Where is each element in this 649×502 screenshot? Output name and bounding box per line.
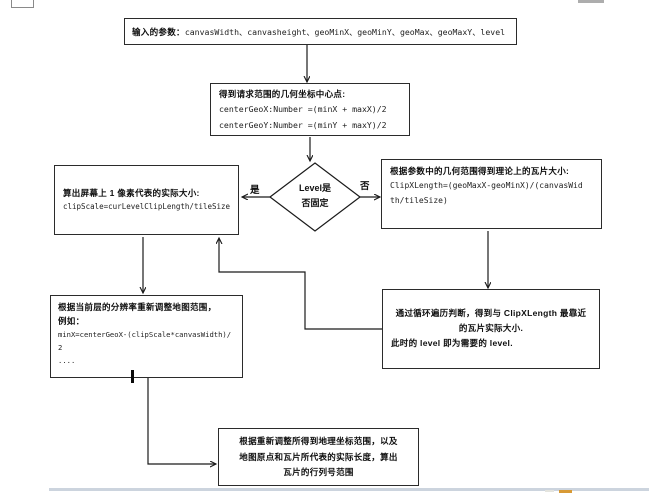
- input-params-label: 输入的参数：: [132, 26, 185, 37]
- geo-center-box: 得到请求范围的几何坐标中心点: centerGeoX:Number =(minX…: [210, 83, 410, 136]
- loop-search-line1: 通过循环遍历判断，得到与 ClipXLength 最靠近: [395, 308, 587, 318]
- adjust-code-line3: ....: [58, 356, 76, 365]
- geo-center-code-y: centerGeoY:Number =(minY + maxY)/2: [219, 120, 387, 130]
- page-bottom-rule: [49, 488, 649, 491]
- input-params-values: canvasWidth、canvasheight、geoMinX、geoMinY…: [184, 26, 506, 37]
- decision-text-line2: 否固定: [301, 198, 329, 208]
- text-cursor-tick: [131, 370, 134, 383]
- theory-tile-code-line2: th/tileSize): [390, 196, 448, 205]
- branch-yes-label: 是: [250, 185, 260, 196]
- arrow-loop-to-scale-feedback: [219, 238, 382, 330]
- tile-rowcol-result-box: 根据重新调整所得到地理坐标范围，以及 地图原点和瓦片所代表的实际长度，算出 瓦片…: [218, 428, 419, 486]
- geo-center-title: 得到请求范围的几何坐标中心点:: [219, 89, 346, 99]
- adjust-code-line2: 2: [58, 343, 63, 352]
- scrollbar-ghost-fragment: [545, 490, 554, 492]
- result-line1: 根据重新调整所得到地理坐标范围，以及: [239, 436, 398, 446]
- page-fragment-top-right: [578, 0, 604, 3]
- arrow-adjust-to-result: [147, 378, 216, 464]
- pixel-scale-title: 算出屏幕上 1 像素代表的实际大小:: [63, 188, 200, 198]
- loop-search-line3: 此时的 level 即为需要的 level.: [391, 338, 513, 348]
- adjust-code-line1: minX=centerGeoX-(clipScale*canvasWidth)/: [58, 330, 232, 339]
- result-line3: 瓦片的行列号范围: [283, 467, 354, 477]
- geo-center-code-x: centerGeoX:Number =(minX + maxX)/2: [219, 104, 387, 114]
- theory-tile-title: 根据参数中的几何范围得到理论上的瓦片大小:: [390, 166, 570, 176]
- adjust-title-line2: 例如：: [58, 316, 85, 326]
- pixel-scale-box: 算出屏幕上 1 像素代表的实际大小: clipScale=curLevelCli…: [54, 165, 239, 235]
- loop-search-level-box: 通过循环遍历判断，得到与 ClipXLength 最靠近 的瓦片实际大小. 此时…: [382, 289, 600, 369]
- input-params-box: 输入的参数： canvasWidth、canvasheight、geoMinX、…: [124, 18, 517, 45]
- decision-level-fixed: Level是 否固定: [275, 181, 355, 211]
- scrollbar-accent-fragment[interactable]: [559, 490, 572, 493]
- theory-tile-size-box: 根据参数中的几何范围得到理论上的瓦片大小: ClipXLength=(geoMa…: [381, 159, 602, 229]
- adjust-map-range-box: 根据当前层的分辨率重新调整地图范围， 例如： minX=centerGeoX-(…: [50, 295, 243, 378]
- result-line2: 地图原点和瓦片所代表的实际长度，算出: [239, 451, 398, 462]
- adjust-title-line1: 根据当前层的分辨率重新调整地图范围，: [58, 302, 217, 312]
- loop-search-line2: 的瓦片实际大小.: [458, 323, 524, 333]
- theory-tile-code-line1: ClipXLength=(geoMaxX-geoMinX)/(canvasWid: [390, 181, 583, 190]
- pixel-scale-code: clipScale=curLevelClipLength/tileSize: [63, 202, 231, 211]
- branch-no-label: 否: [360, 181, 370, 192]
- page-fragment-top-left: [11, 0, 34, 8]
- decision-text-line1: Level是: [298, 183, 331, 193]
- decision-diamond: [269, 162, 361, 232]
